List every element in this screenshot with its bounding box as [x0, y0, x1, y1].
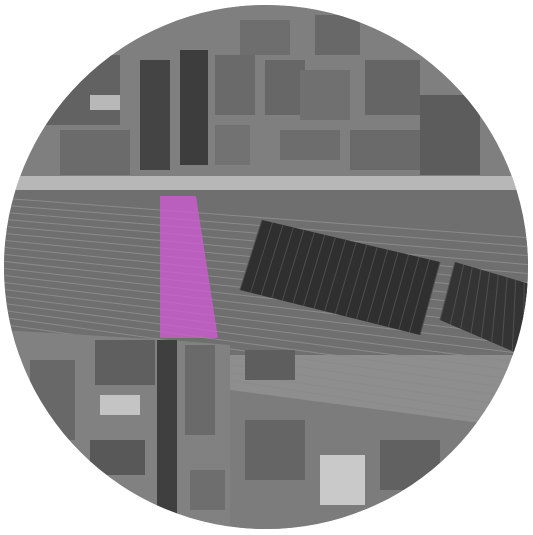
shed-ridge [408, 259, 431, 333]
shed-ridge [260, 224, 284, 296]
shed-ridge [239, 219, 263, 291]
rail-track [4, 274, 528, 338]
shed-ridge [387, 254, 410, 328]
shed-ridge [292, 232, 315, 304]
shed-ridge [439, 261, 456, 321]
shed-ridge [324, 239, 347, 312]
shed-ridge [491, 274, 499, 343]
tree-rows [180, 50, 208, 165]
rail-track [4, 295, 528, 365]
shed-ridge [313, 237, 336, 309]
shed-ridge [271, 227, 294, 299]
shed-ridge [449, 264, 465, 325]
urban-block-north [4, 5, 528, 190]
shed-ridge [377, 251, 399, 325]
rail-track [4, 288, 528, 356]
shed-ridge [480, 272, 491, 338]
shed-ridge [355, 247, 378, 320]
shed-ridge [398, 256, 420, 330]
shed-ridge [281, 229, 305, 301]
shed-ridge [303, 234, 326, 307]
rail-track [4, 309, 528, 383]
shed-ridge [511, 279, 517, 352]
shed-ridge [419, 261, 441, 336]
tree-rows [140, 60, 170, 170]
rail-track [4, 302, 528, 374]
shed-ridge [470, 269, 482, 334]
shed-ridge [250, 222, 273, 293]
tree-rows [157, 340, 177, 529]
shed-ridge [345, 244, 368, 317]
road-north [4, 176, 528, 190]
shed-ridge [460, 267, 473, 329]
rail-track [4, 197, 528, 239]
highlighted-area [160, 196, 218, 338]
shed-ridge [366, 249, 389, 322]
shed-main [239, 219, 441, 336]
shed-ridge [334, 242, 357, 314]
rail-track [4, 281, 528, 347]
shed-ridge [501, 277, 508, 347]
